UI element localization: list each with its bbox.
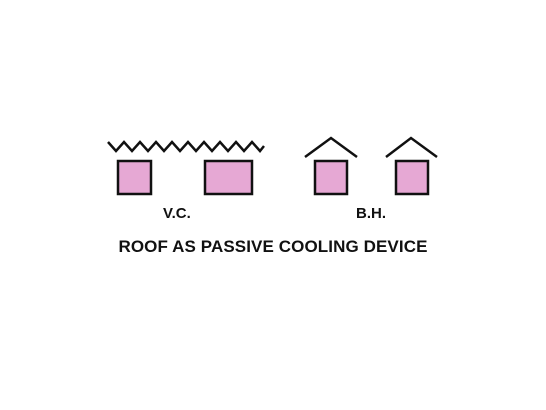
bh-room-left <box>313 159 349 196</box>
bh-roof-right <box>385 136 438 159</box>
vc-label: V.C. <box>163 205 191 222</box>
bh-label: B.H. <box>356 205 386 222</box>
bh-roof-left <box>304 136 358 159</box>
bh-room-right <box>394 159 430 196</box>
vc-room-right <box>203 159 254 196</box>
vc-room-left <box>116 159 153 196</box>
diagram-caption: ROOF AS PASSIVE COOLING DEVICE <box>118 237 428 256</box>
vaulted-roof-zigzag <box>107 140 265 153</box>
